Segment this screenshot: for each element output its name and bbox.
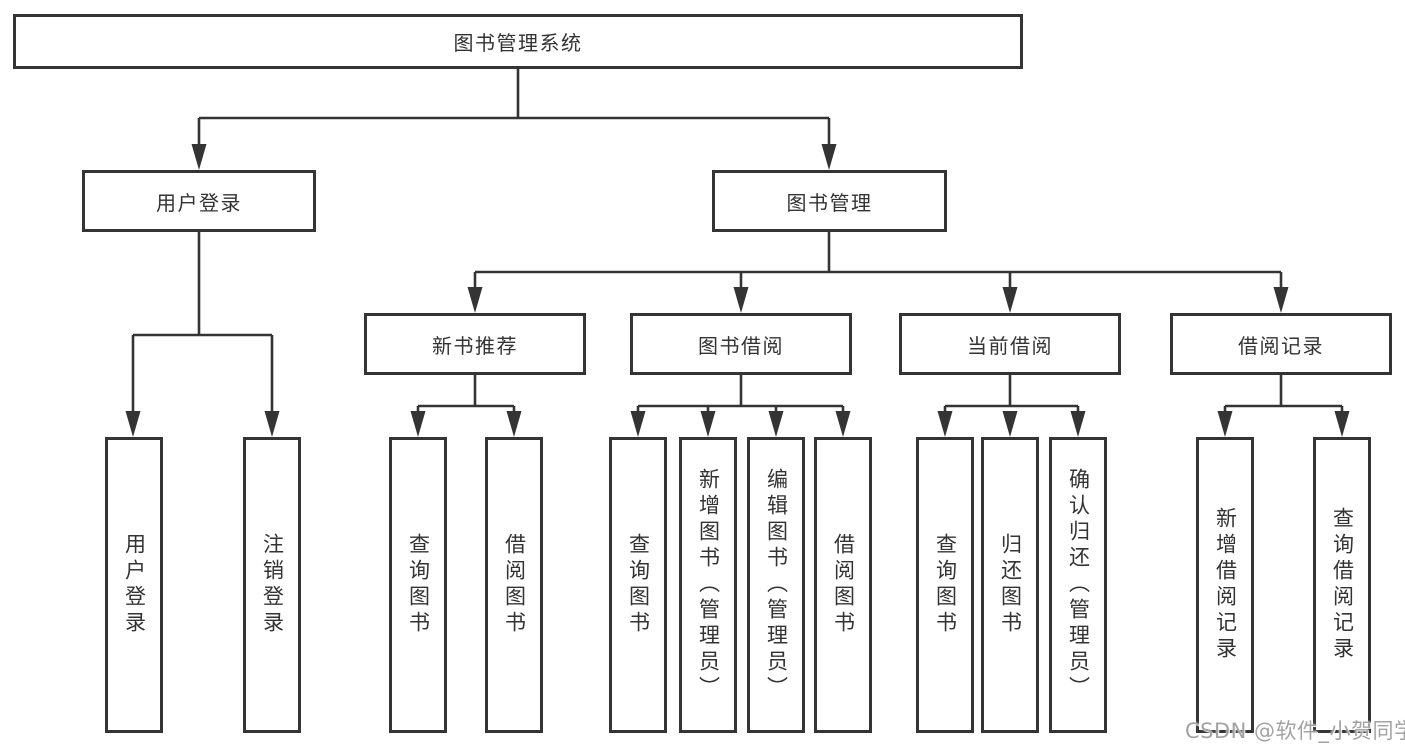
leaf-user-login: 用户登录 <box>105 437 163 733</box>
leaf-borrow-borrow-books: 借阅图书 <box>814 437 872 733</box>
arrowhead <box>410 411 522 437</box>
connector-current-to-leaves <box>937 375 1086 437</box>
connector-recommend-to-leaves <box>410 375 522 437</box>
leaf-records-add-record: 新增借阅记录 <box>1196 437 1254 733</box>
node-new-book-recommend: 新书推荐 <box>364 313 586 375</box>
node-current-borrow: 当前借阅 <box>899 313 1121 375</box>
leaf-borrow-query-books: 查询图书 <box>609 437 667 733</box>
node-root-library-system: 图书管理系统 <box>13 14 1023 69</box>
leaf-logout: 注销登录 <box>243 437 301 733</box>
connector-borrow-to-leaves <box>630 375 851 437</box>
arrowhead <box>937 411 1086 437</box>
arrowhead <box>1217 411 1350 437</box>
leaf-current-query-books: 查询图书 <box>916 437 974 733</box>
connector-book-management-to-modules <box>467 232 1289 313</box>
leaf-borrow-edit-books-admin: 编辑图书（管理员） <box>747 437 805 733</box>
connector-user-login-to-leaves <box>125 232 280 437</box>
leaf-recommend-query-books: 查询图书 <box>389 437 447 733</box>
node-user-login: 用户登录 <box>82 170 316 232</box>
leaf-current-return-books: 归还图书 <box>981 437 1039 733</box>
arrowhead <box>467 287 1289 313</box>
node-book-management: 图书管理 <box>712 170 947 232</box>
leaf-recommend-borrow-books: 借阅图书 <box>485 437 543 733</box>
leaf-current-confirm-return-admin: 确认归还（管理员） <box>1049 437 1107 733</box>
node-borrow-records: 借阅记录 <box>1170 313 1392 375</box>
arrowhead <box>191 144 837 170</box>
arrowhead <box>125 411 280 437</box>
node-book-borrow: 图书借阅 <box>630 313 852 375</box>
connector-records-to-leaves <box>1217 375 1350 437</box>
leaf-borrow-add-books-admin: 新增图书（管理员） <box>679 437 737 733</box>
connector-root-to-level2 <box>191 69 837 170</box>
csdn-watermark: CSDN @软件_小贺同学 <box>1185 719 1405 743</box>
arrowhead <box>630 411 851 437</box>
leaf-records-query-record: 查询借阅记录 <box>1313 437 1371 733</box>
